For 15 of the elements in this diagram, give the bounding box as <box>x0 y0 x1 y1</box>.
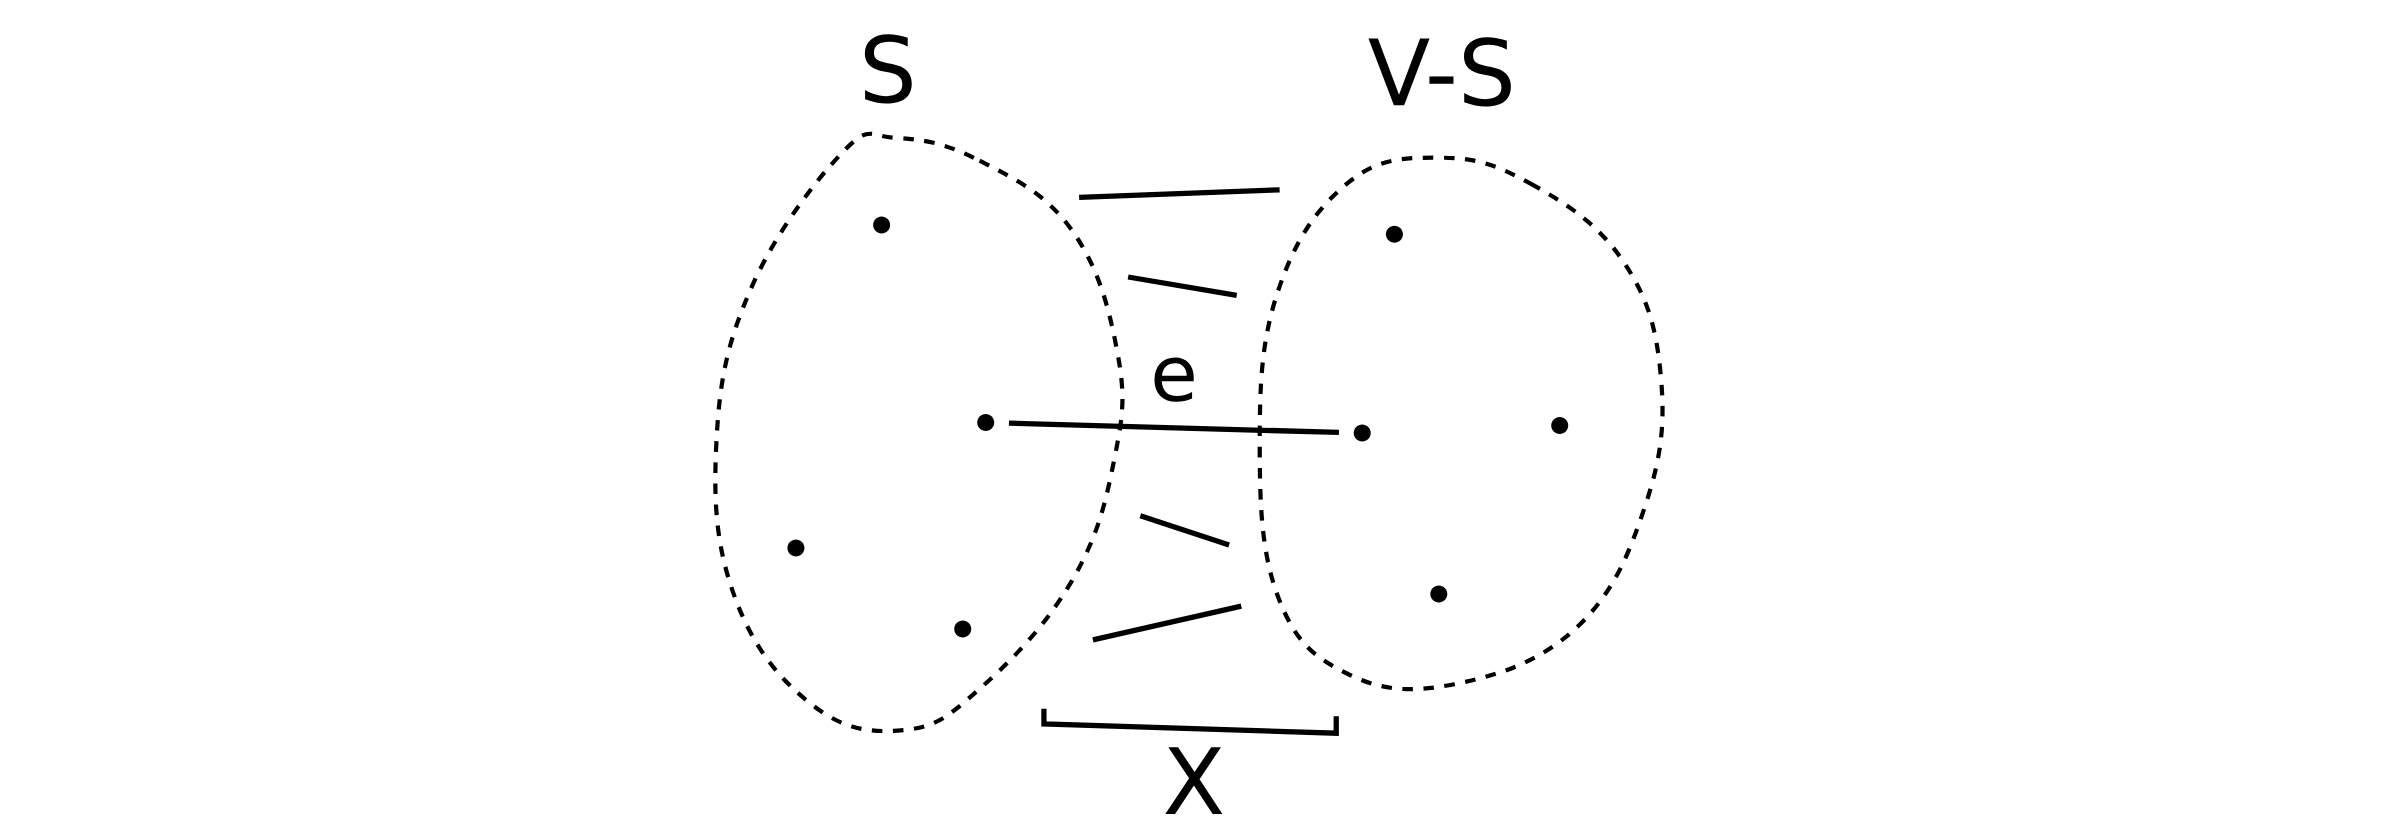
vertex-dot <box>1385 225 1403 243</box>
vertex-dot <box>1353 424 1371 442</box>
set-region: S <box>713 34 1125 734</box>
node-label: V-S <box>1368 37 1511 107</box>
edge-label: e <box>1154 357 1194 402</box>
set-region: V-S <box>1257 37 1665 692</box>
vertex-dot <box>954 620 972 638</box>
vertex-dot <box>1551 417 1569 434</box>
vertex-dot <box>1430 585 1448 603</box>
vertex-dot <box>787 539 805 557</box>
vertex-dot <box>977 414 995 431</box>
vertex-dot <box>873 216 891 234</box>
edge-line <box>1008 420 1340 436</box>
node-label: S <box>864 34 912 104</box>
bracket-label: X <box>1165 747 1223 814</box>
